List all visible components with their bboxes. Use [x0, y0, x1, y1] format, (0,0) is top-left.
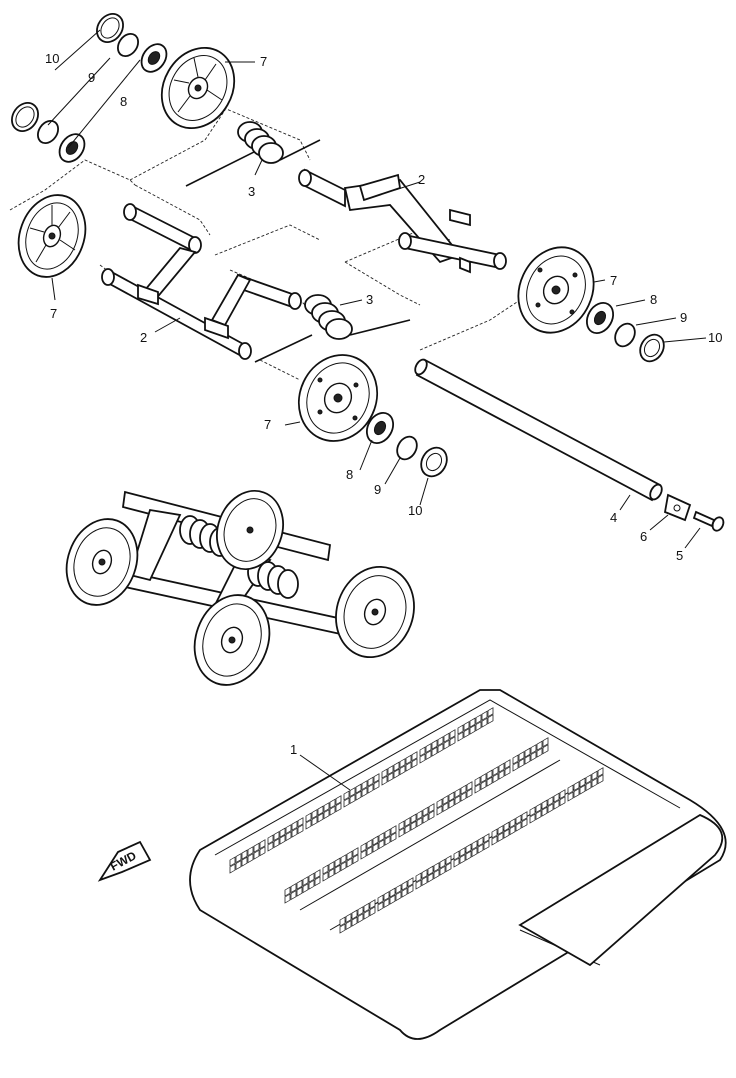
cross-shaft-4 [414, 358, 663, 502]
callout-1: 1 [290, 742, 297, 757]
callout-9-top-left: 9 [88, 70, 95, 85]
cap-10-right [639, 333, 665, 363]
bogie-wheel-rear-top [216, 489, 284, 571]
swing-arm-2-right [298, 168, 507, 274]
idler-wheel-7-middle [297, 354, 379, 442]
torsion-spring-3-top [185, 121, 321, 187]
cap-10-middle [420, 446, 448, 478]
callout-2-left: 2 [140, 330, 147, 345]
callout-3-top: 3 [248, 184, 255, 199]
callout-10-right: 10 [708, 330, 722, 345]
idler-wheel-7-left [17, 194, 87, 278]
assembled-bogie-unit [65, 489, 415, 686]
bogie-wheel-front-right [335, 565, 415, 659]
callout-8-right: 8 [650, 292, 657, 307]
bolt-5 [692, 510, 725, 532]
torsion-spring-3-middle [254, 294, 411, 363]
bogie-wheel-front-left [193, 594, 271, 686]
track-tread-pattern [229, 707, 604, 934]
swing-arm-2-left [101, 203, 302, 360]
circlip-9-middle [396, 435, 418, 461]
callout-7-right: 7 [610, 273, 617, 288]
callout-10-top-left: 10 [45, 51, 59, 66]
callout-10-middle: 10 [408, 503, 422, 518]
callout-5: 5 [676, 548, 683, 563]
snap-ring-10-left [11, 102, 39, 132]
callout-8-middle: 8 [346, 467, 353, 482]
callout-4: 4 [610, 510, 617, 525]
bogie-spring-right [247, 557, 299, 599]
circlip-9-right [614, 322, 636, 348]
callout-labels: 10 9 8 7 3 2 7 2 3 7 8 9 10 7 8 9 10 4 6… [45, 51, 722, 757]
idler-wheel-7-top [160, 46, 236, 130]
callout-9-right: 9 [680, 310, 687, 325]
callout-6: 6 [640, 529, 647, 544]
circlip-9-top [117, 32, 139, 58]
bearing-8-top [140, 43, 168, 73]
bearing-8-left [58, 133, 86, 163]
snap-ring-10-top [96, 13, 124, 43]
bearing-8-right [585, 302, 615, 334]
callout-7-left: 7 [50, 306, 57, 321]
bearing-8-middle [365, 412, 395, 444]
bogie-wheel-rear-left [65, 518, 139, 606]
callout-9-middle: 9 [374, 482, 381, 497]
callout-8-top-left: 8 [120, 94, 127, 109]
washer-plate-6 [663, 493, 692, 522]
callout-leaders [47, 29, 707, 791]
idler-wheel-7-right [517, 246, 595, 334]
callout-3-middle: 3 [366, 292, 373, 307]
forward-direction-arrow: FWD [97, 840, 152, 882]
drive-track-1 [189, 689, 727, 1040]
callout-2-right: 2 [418, 172, 425, 187]
callout-7-top: 7 [260, 54, 267, 69]
circlip-9-left [37, 119, 59, 145]
callout-7-middle: 7 [264, 417, 271, 432]
